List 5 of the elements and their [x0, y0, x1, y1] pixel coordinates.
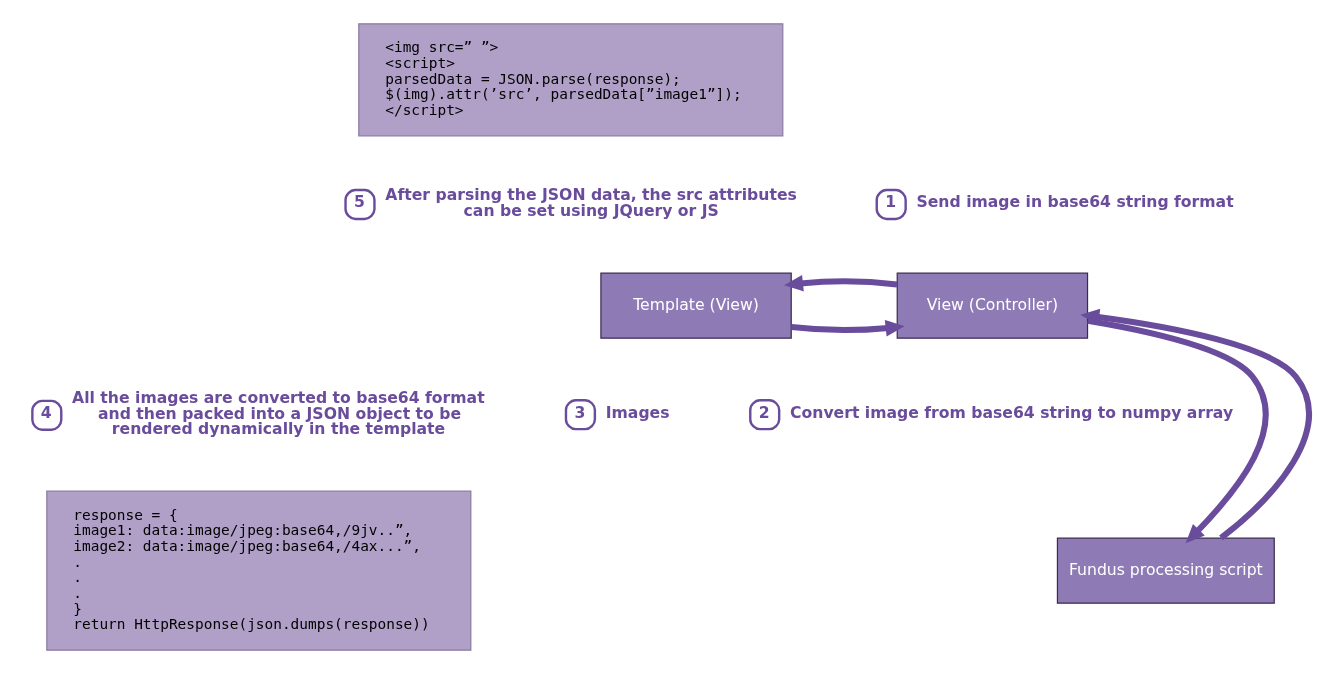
node-label: All the images are converted to base64 format and then packed into a JSON object to be rendered dynamically in the template	[72, 388, 485, 439]
node-label: Images	[605, 402, 670, 422]
node-label: After parsing the JSON data, the src attributes can be set using JQuery or JS	[385, 185, 797, 220]
node-label: Convert image from base64 string to numpy array	[790, 402, 1234, 422]
node-label: Send image in base64 string format	[916, 192, 1234, 212]
